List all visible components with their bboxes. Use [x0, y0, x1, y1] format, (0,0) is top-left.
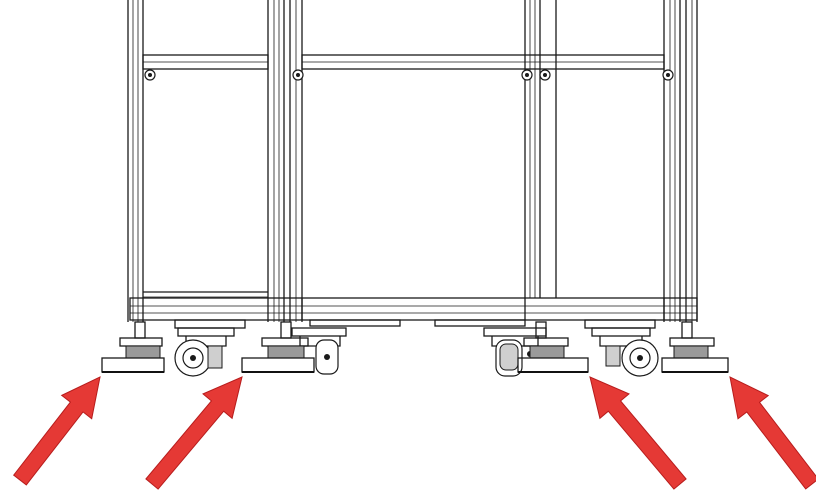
arrow-foot-rear-mid-icon [589, 376, 687, 490]
leveling-foot-2 [241, 321, 315, 373]
arrow-foot-rear-right-icon [729, 376, 816, 490]
post-left-inner [267, 0, 303, 322]
bolt-icon [144, 69, 156, 81]
bolt-icon [292, 69, 304, 81]
caster-wheel-4 [591, 327, 659, 377]
leveling-foot-3 [517, 321, 589, 373]
post-right-inner [524, 0, 557, 298]
caster-wheel-1 [174, 327, 235, 377]
caster-wheel-3 [483, 327, 547, 377]
arrow-foot-front-left-icon [12, 376, 101, 486]
upper-crossbar [142, 54, 674, 81]
post-right [663, 0, 698, 322]
frame-posts [127, 0, 698, 322]
bolt-icon [662, 69, 674, 81]
base-frame [129, 291, 698, 329]
arrow-group [12, 376, 816, 490]
leveling-foot-1 [101, 321, 165, 373]
post-left [127, 0, 144, 322]
bolt-icon [521, 69, 551, 81]
arrow-foot-front-mid-icon [145, 376, 243, 490]
caster-wheel-2 [291, 327, 347, 375]
leveling-foot-4 [661, 321, 729, 373]
